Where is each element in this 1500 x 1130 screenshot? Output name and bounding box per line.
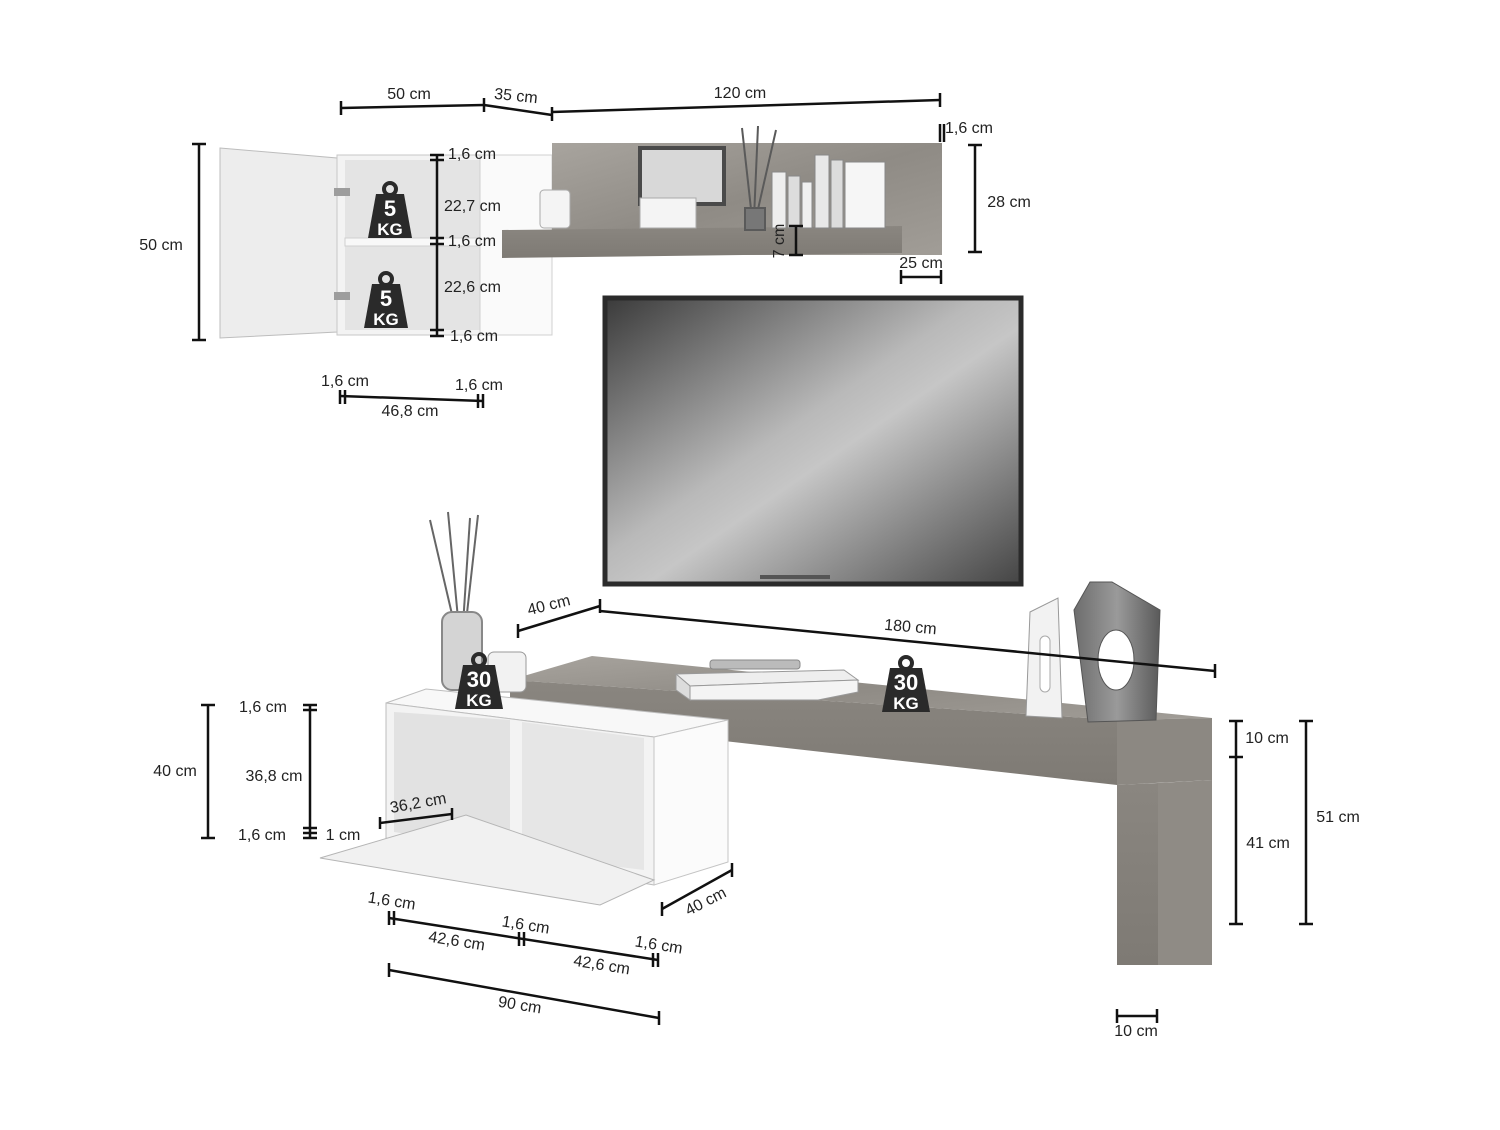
low-cabinet-height-label: 40 cm: [153, 763, 197, 780]
tv-bench-side: [1117, 718, 1212, 785]
wall-cabinet-lower-compartment-label: 22,6 cm: [444, 279, 501, 296]
weight-icon: [364, 284, 408, 328]
dimension-lines: [192, 93, 1313, 1025]
weight-value: 30: [894, 670, 918, 695]
wall-cabinet-upper-compartment-label: 22,7 cm: [444, 198, 501, 215]
low-cabinet-compartment-right-label: 42,6 cm: [572, 953, 631, 979]
low-cabinet-inner-height-label: 36,8 cm: [246, 768, 303, 785]
tv-bench-leg-height-label: 41 cm: [1246, 835, 1290, 852]
tv-bench-depth-label: 40 cm: [526, 592, 572, 619]
low-cabinet-divider-label: 1,6 cm: [501, 913, 551, 937]
candle-icon: [539, 189, 571, 229]
weight-badge-upper: 5 KG: [368, 181, 412, 239]
dvd-player-icon: [674, 659, 860, 701]
hinge-icon: [334, 292, 350, 300]
wall-cabinet-shelf: [344, 237, 481, 247]
wall-cabinet-inner-width-label: 46,8 cm: [382, 403, 439, 420]
grey-vase-icon: [1073, 581, 1161, 723]
television: [602, 295, 1024, 587]
low-cabinet-base-gap-label: 1 cm: [326, 827, 361, 844]
tv-stand-bar: [760, 575, 830, 579]
low-cabinet-top-panel-label: 1,6 cm: [239, 699, 287, 716]
white-vase-icon: [1025, 597, 1063, 719]
weight-icon: [455, 665, 503, 709]
wall-cabinet-side-right-label: 1,6 cm: [455, 377, 503, 394]
low-cabinet-depth-label: 40 cm: [683, 885, 730, 920]
low-cabinet-width-label: 90 cm: [497, 994, 543, 1018]
reed-diffuser-icon: [741, 125, 777, 231]
wall-shelf-width-label: 120 cm: [714, 85, 766, 102]
tv-bench: [510, 581, 1212, 965]
wall-shelf-gap-label: 35 cm: [493, 86, 538, 107]
low-cabinet-bottom-panel-label: 1,6 cm: [238, 827, 286, 844]
wall-shelf-panel-thickness-label: 1,6 cm: [945, 120, 993, 137]
tv-bench-leg: [1117, 783, 1158, 965]
wall-cabinet-top-panel-label: 1,6 cm: [448, 146, 496, 163]
hinge-icon: [334, 188, 350, 196]
weight-badge-lower: 5 KG: [364, 271, 408, 329]
weight-value: 30: [467, 667, 491, 692]
weight-unit: KG: [373, 310, 399, 329]
weight-badge-tv-bench: 30 KG: [882, 655, 930, 713]
tv-bench-length-label: 180 cm: [884, 617, 938, 639]
books-icon: [771, 154, 886, 229]
weight-icon: [882, 668, 930, 712]
tv-bench-top-thickness-label: 10 cm: [1245, 730, 1289, 747]
weight-unit: KG: [466, 691, 492, 710]
wall-cabinet-shelf-label: 1,6 cm: [448, 233, 496, 250]
tv-bench-leg-width-label: 10 cm: [1114, 1023, 1158, 1040]
weight-unit: KG: [377, 220, 403, 239]
wall-cabinet-side-left-label: 1,6 cm: [321, 373, 369, 390]
wall-cabinet-bottom-panel-label: 1,6 cm: [450, 328, 498, 345]
storage-box-icon: [639, 197, 697, 229]
photo-frame-icon: [638, 146, 726, 206]
low-cabinet-side-right-label: 1,6 cm: [634, 933, 684, 957]
low-cabinet-side-left-label: 1,6 cm: [367, 889, 417, 913]
wall-shelf-board: [502, 226, 902, 258]
weight-badge-low-cabinet: 30 KG: [455, 652, 503, 710]
low-cabinet-left-compartment: [394, 712, 510, 850]
weight-unit: KG: [893, 694, 919, 713]
low-cabinet-open-door: [319, 814, 656, 906]
tv-bench-total-height-label: 51 cm: [1316, 809, 1360, 826]
wall-shelf-height-label: 28 cm: [987, 194, 1031, 211]
tv-screen: [602, 295, 1024, 587]
weight-value: 5: [380, 286, 392, 311]
tv-bench-leg-side: [1158, 780, 1212, 965]
wall-shelf-depth-label: 25 cm: [899, 255, 943, 272]
low-cabinet-right-compartment: [522, 722, 644, 870]
wall-shelf: [502, 125, 942, 258]
weight-icon: [368, 194, 412, 238]
wall-cabinet-width-label: 50 cm: [387, 86, 431, 103]
wall-cabinet-height-label: 50 cm: [139, 237, 183, 254]
wall-shelf-thickness-label: 7 cm: [771, 224, 788, 259]
tv-bench-front: [510, 680, 1117, 785]
wall-cabinet-door: [219, 147, 338, 339]
weight-value: 5: [384, 196, 396, 221]
low-cabinet-side: [653, 719, 729, 886]
